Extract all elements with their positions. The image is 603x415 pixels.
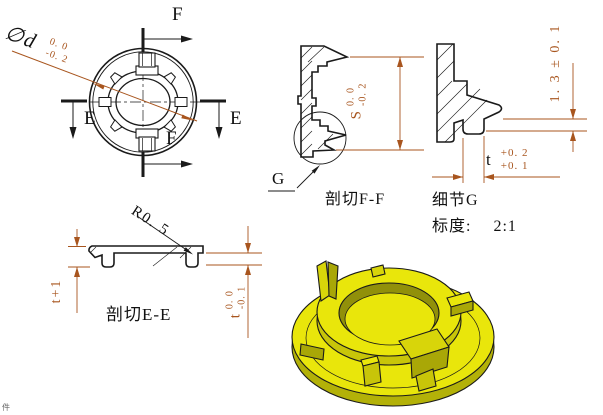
arrow-e-left [69,127,77,139]
label-f-bottom: F [166,128,177,149]
section-ee-title: 剖切E-E [106,305,172,324]
right-tab-front [450,300,474,317]
front-view [11,28,226,177]
ee-t-dimension [206,226,262,338]
detail-marker-g: G [272,169,285,188]
detail-t-tolerance: +0. 2 +0. 1 [500,147,529,172]
corner-note: 件 [2,403,10,412]
detail-t-symbol: t [486,149,491,169]
scale-label: 标度: [432,218,472,235]
ee-t-dimension-text: t 0. 0 -0. 1 [225,286,248,319]
bottom-clip [135,128,159,152]
label-e-right: E [230,108,242,129]
ee-t-tolerance: 0. 0 -0. 1 [224,285,248,310]
detail-highlight-circle [293,111,347,165]
section-f-cutline [141,28,193,177]
ee-t-symbol: t [227,313,244,319]
arrow-f-bottom [181,160,193,168]
top-clip [135,52,159,76]
height-dimension-text: 1. 3 ± 0. 1 [548,23,563,103]
arrow-e-right [215,127,223,139]
ee-hatching [90,246,192,267]
scale-value: 2:1 [493,218,517,235]
inner-ring-hole [115,77,171,127]
detail-g-title: 细节G [432,192,479,209]
bottom-tab-front [362,361,382,387]
diameter-dimension [11,50,198,122]
s-symbol: S [348,110,365,120]
hole-floor [344,292,436,346]
iso-3d-view [291,260,495,407]
t-dimension [432,136,560,183]
ring-bump [370,264,386,278]
height-dimension [486,63,587,152]
g-leader-arrow [311,165,320,174]
radius-leader [136,215,192,254]
latch-front [410,346,450,379]
detail-g-profile [436,43,503,143]
radius-leader-arrow [183,247,193,255]
s-dimension [336,56,424,151]
t-plus-1-text: t+1 [49,278,64,304]
section-ff-view [268,45,424,192]
detail-g-view [432,43,587,183]
section-ff-title: 剖切F-F [325,191,386,208]
ff-hatching [300,46,334,156]
section-e-cutline [61,99,226,139]
detail-g-hatching [436,43,488,143]
ff-profile [297,45,350,158]
ring-tabs [98,72,188,132]
label-e-left: E [84,108,96,129]
detail-g-scale: 标度: 2:1 [432,212,517,236]
section-ee-view [68,215,262,338]
t-plus-1-dimension [68,229,90,313]
s-dimension-text: S 0. 0 -0. 2 [346,83,369,120]
arrow-f-top [181,35,193,43]
detail-t-dimension-text: t +0. 2 +0. 1 [486,147,528,172]
clip-tall-right-plate [327,261,339,300]
left-tab [299,343,325,361]
label-f-top: F [172,4,183,25]
latch-foot [415,368,437,392]
ee-profile [88,245,204,268]
s-tolerance: 0. 0 -0. 2 [345,82,369,106]
